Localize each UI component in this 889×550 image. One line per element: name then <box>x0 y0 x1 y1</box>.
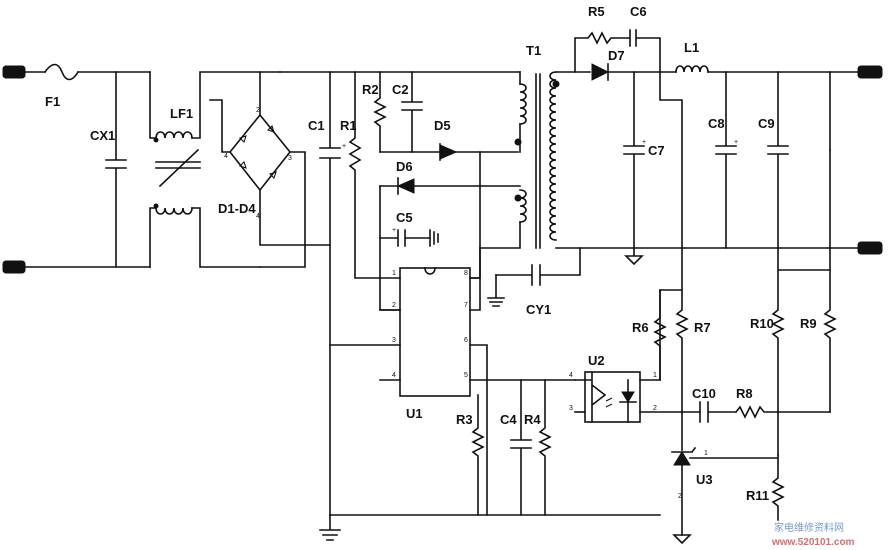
capacitor-c4-symbol <box>510 379 532 516</box>
resistor-r6-symbol <box>653 289 667 381</box>
resistor-r3-symbol <box>471 394 485 516</box>
label-c5: C5 <box>396 210 413 225</box>
label-c2: C2 <box>392 82 409 97</box>
label-r8: R8 <box>736 386 753 401</box>
svg-text:4: 4 <box>392 372 396 379</box>
svg-text:2: 2 <box>678 493 682 500</box>
label-c6: C6 <box>630 4 647 19</box>
capacitor-c7-symbol: + <box>623 71 646 266</box>
label-r7: R7 <box>694 320 711 335</box>
label-d1-d4: D1-D4 <box>218 201 256 216</box>
optocoupler-u2-symbol <box>574 371 641 423</box>
transformer-t1-symbol <box>479 71 560 249</box>
svg-text:2: 2 <box>653 405 657 412</box>
ic-u1-symbol <box>329 247 576 516</box>
svg-text:7: 7 <box>464 302 468 309</box>
diode-d6-symbol <box>379 177 521 195</box>
svg-text:3: 3 <box>392 337 396 344</box>
capacitor-c9-symbol <box>767 71 789 249</box>
inductor-l1-symbol <box>675 65 861 73</box>
svg-text:1: 1 <box>392 270 396 277</box>
label-d5: D5 <box>434 118 451 133</box>
fuse-f1-symbol <box>43 63 80 81</box>
input-terminal-top <box>2 65 26 79</box>
svg-text:2: 2 <box>256 107 260 114</box>
ground-primary-symbol <box>319 514 341 541</box>
label-u3: U3 <box>696 472 713 487</box>
resistor-r10-symbol <box>771 247 831 456</box>
svg-text:+: + <box>392 227 396 234</box>
label-c8: C8 <box>708 116 725 131</box>
label-cx1: CX1 <box>90 128 115 143</box>
label-r5: R5 <box>588 4 605 19</box>
bridge-rectifier-d1-d4-symbol <box>209 71 331 268</box>
label-l1: L1 <box>684 40 699 55</box>
watermark-line-1: 家电维修资料网 <box>774 521 844 534</box>
resistor-r1-symbol <box>348 71 381 279</box>
capacitor-cy1-symbol <box>487 247 581 307</box>
svg-text:+: + <box>642 139 646 146</box>
label-t1: T1 <box>526 43 541 58</box>
label-c7: C7 <box>648 143 665 158</box>
diode-d7-symbol <box>591 63 677 81</box>
label-r10: R10 <box>750 316 774 331</box>
label-c10: C10 <box>692 386 716 401</box>
svg-text:2: 2 <box>392 302 396 309</box>
svg-text:4: 4 <box>569 372 573 379</box>
svg-text:1: 1 <box>653 372 657 379</box>
label-r4: R4 <box>524 412 541 427</box>
svg-text:+: + <box>734 139 738 146</box>
capacitor-c5-symbol: + <box>379 227 439 247</box>
resistor-r7-symbol <box>659 71 689 413</box>
capacitor-c10-symbol <box>699 401 737 423</box>
output-terminal-positive <box>829 65 883 151</box>
choke-lf1-symbol <box>149 71 281 268</box>
label-f1: F1 <box>45 94 60 109</box>
label-r11: R11 <box>746 488 769 503</box>
snubber-r5-c6-symbol <box>574 29 661 73</box>
label-d6: D6 <box>396 159 413 174</box>
svg-text:4: 4 <box>256 213 260 220</box>
label-cy1: CY1 <box>526 302 551 317</box>
svg-text:5: 5 <box>464 372 468 379</box>
svg-text:3: 3 <box>569 405 573 412</box>
svg-text:3: 3 <box>288 155 292 162</box>
watermark-line-2: www.520101.com <box>771 537 855 548</box>
capacitor-cx1-symbol <box>105 71 127 268</box>
regulator-u3-symbol <box>671 411 779 545</box>
resistor-r4-symbol <box>538 379 552 516</box>
resistor-r8-symbol <box>734 405 831 419</box>
resistor-r11-symbol <box>771 454 785 521</box>
label-r2: R2 <box>362 82 379 97</box>
svg-text:4: 4 <box>224 153 228 160</box>
label-d7: D7 <box>608 48 625 63</box>
label-r3: R3 <box>456 412 473 427</box>
diode-d5-symbol <box>439 143 519 161</box>
label-c4: C4 <box>500 412 517 427</box>
capacitor-c1-symbol: + <box>319 71 346 516</box>
svg-text:8: 8 <box>464 270 468 277</box>
label-c9: C9 <box>758 116 775 131</box>
label-lf1: LF1 <box>170 106 193 121</box>
label-r1: R1 <box>340 118 357 133</box>
output-terminal-negative <box>857 241 883 255</box>
label-u1: U1 <box>406 406 423 421</box>
svg-text:6: 6 <box>464 337 468 344</box>
capacitor-c8-symbol: + <box>715 71 738 249</box>
label-u2: U2 <box>588 353 605 368</box>
capacitor-c2-symbol <box>401 71 423 153</box>
svg-text:1: 1 <box>704 450 708 457</box>
resistor-r9-symbol <box>823 149 837 413</box>
svg-text:+: + <box>342 143 346 150</box>
resistor-r2-symbol <box>373 71 387 153</box>
label-r6: R6 <box>632 320 649 335</box>
input-terminal-bottom <box>2 260 26 274</box>
label-r9: R9 <box>800 316 817 331</box>
label-c1: C1 <box>308 118 325 133</box>
